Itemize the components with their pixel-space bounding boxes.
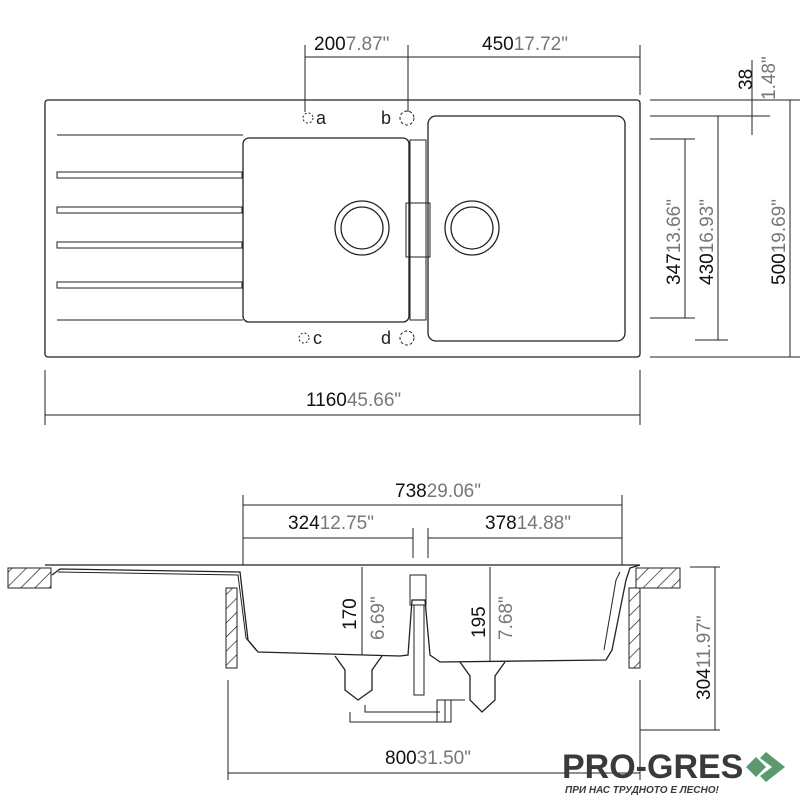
dim-200: 2007.87" [304, 34, 409, 112]
tap-hole-a: a [302, 108, 327, 128]
dim-738: 73829.06" [242, 481, 623, 565]
tap-hole-c: c [298, 328, 322, 348]
svg-text:6.69": 6.69" [368, 596, 389, 640]
left-bowl [242, 137, 410, 323]
svg-text:ПРИ НАС ТРУДНОТО Е ЛЕСНО!: ПРИ НАС ТРУДНОТО Е ЛЕСНО! [565, 785, 720, 796]
svg-text:45017.72": 45017.72" [482, 34, 568, 55]
dim-170: 170 6.69" [340, 567, 389, 655]
svg-text:b: b [381, 108, 391, 128]
svg-text:80031.50": 80031.50" [385, 748, 471, 769]
dim-430: 43016.93" [695, 116, 728, 341]
countertop-left [7, 567, 52, 589]
cabinet-wall-left [225, 587, 238, 669]
svg-text:38: 38 [736, 69, 757, 90]
svg-text:43016.93": 43016.93" [697, 199, 718, 285]
drain-right [444, 200, 500, 256]
svg-text:170: 170 [340, 598, 361, 630]
dim-38: 38 1.48" [650, 56, 800, 135]
sink-outline [44, 99, 641, 358]
dim-304: 30411.97" [640, 566, 720, 731]
countertop-right [635, 567, 681, 589]
svg-text:d: d [381, 328, 391, 348]
svg-text:7.68": 7.68" [496, 596, 517, 640]
drain-left [334, 200, 390, 256]
svg-text:37814.88": 37814.88" [485, 513, 571, 534]
dim-800: 80031.50" [227, 680, 641, 780]
chevron-logo-icon [760, 752, 785, 782]
dim-195: 195 7.68" [469, 567, 517, 662]
dim-378: 37814.88" [427, 513, 622, 558]
pro-gres-logo: PRO-GRES ПРИ НАС ТРУДНОТО Е ЛЕСНО! [562, 748, 785, 796]
svg-text:73829.06": 73829.06" [395, 481, 481, 502]
svg-text:a: a [316, 108, 327, 128]
svg-text:50019.69": 50019.69" [769, 199, 790, 285]
sink-profile [45, 564, 641, 723]
svg-text:34713.66": 34713.66" [664, 199, 685, 285]
svg-text:PRO-GRES: PRO-GRES [562, 748, 743, 786]
overflow-bar [405, 139, 431, 321]
svg-text:195: 195 [469, 606, 490, 638]
diamond-logo-icon [746, 757, 766, 777]
tap-hole-d: d [381, 328, 415, 348]
svg-text:c: c [313, 328, 322, 348]
svg-text:116045.66": 116045.66" [306, 390, 401, 411]
svg-text:2007.87": 2007.87" [314, 34, 389, 55]
svg-text:1.48": 1.48" [759, 56, 780, 100]
dim-324: 32412.75" [243, 513, 414, 558]
dim-347: 34713.66" [650, 138, 695, 319]
cabinet-wall-right [628, 587, 641, 669]
svg-text:32412.75": 32412.75" [288, 513, 374, 534]
drainer-grooves [56, 134, 243, 321]
right-bowl [427, 115, 626, 342]
top-view: a b c d 2007.87" 45017.72" [44, 34, 800, 425]
dim-450: 45017.72" [408, 34, 641, 95]
svg-text:30411.97": 30411.97" [694, 615, 715, 700]
tap-hole-b: b [381, 108, 415, 128]
section-view: 73829.06" 32412.75" 37814.88" [7, 481, 720, 780]
dim-1160: 116045.66" [44, 370, 641, 425]
dim-500: 50019.69" [650, 100, 800, 358]
